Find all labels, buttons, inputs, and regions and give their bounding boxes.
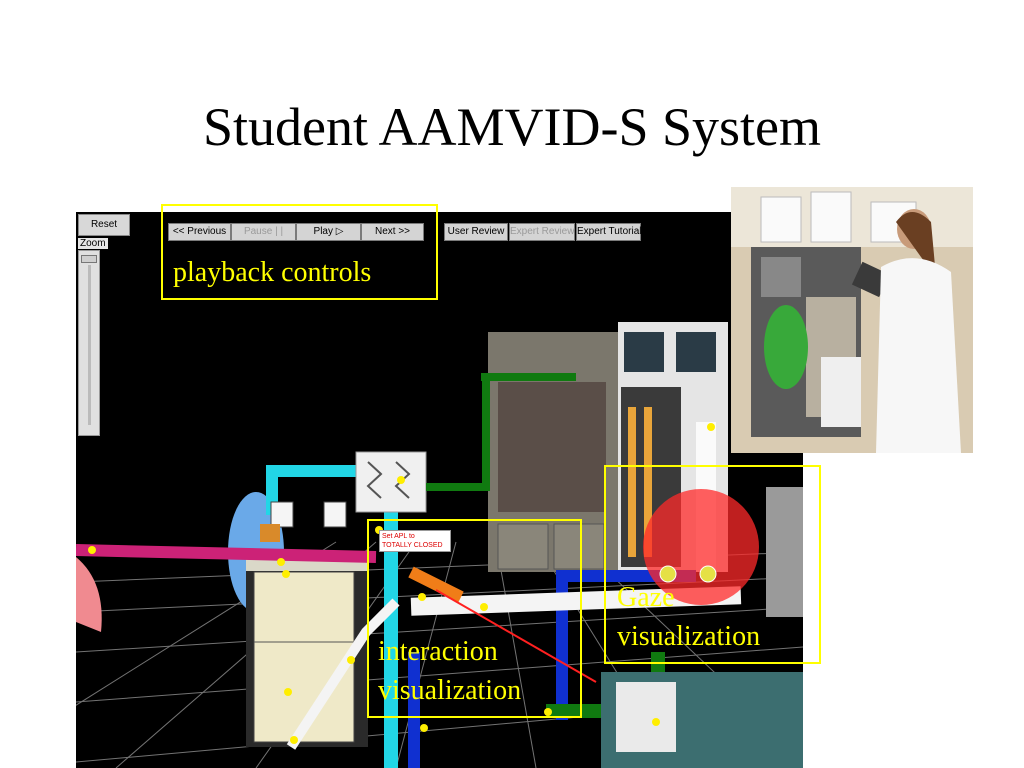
reset-button[interactable]: Reset — [78, 214, 130, 236]
zoom-slider-groove — [88, 265, 91, 425]
next-button[interactable]: Next >> — [361, 223, 424, 241]
pause-button[interactable]: Pause | | — [231, 223, 296, 241]
previous-button[interactable]: << Previous — [168, 223, 231, 241]
user-review-button[interactable]: User Review — [444, 223, 508, 241]
zoom-slider[interactable] — [78, 250, 100, 436]
gaze-visualization-label: Gaze visualization — [617, 582, 761, 653]
interaction-visualization-label: interaction visualization — [378, 636, 522, 707]
playback-controls-annotation — [161, 204, 438, 300]
zoom-label: Zoom — [78, 238, 108, 249]
anesthesia-machine-scene — [76, 322, 803, 768]
zoom-slider-thumb[interactable] — [81, 255, 97, 263]
play-button[interactable]: Play ▷ — [296, 223, 361, 241]
expert-tutorial-button[interactable]: Expert Tutorial — [576, 223, 641, 241]
interaction-visualization-annotation — [367, 519, 582, 718]
simulation-viewport[interactable]: Set APL to TOTALLY CLOSED — [76, 212, 803, 768]
playback-controls-label: playback controls — [173, 257, 372, 288]
slide-title: Student AAMVID-S System — [202, 97, 822, 157]
student-photo — [731, 187, 973, 453]
valve-warning-label: Set APL to TOTALLY CLOSED — [379, 530, 451, 552]
expert-review-button[interactable]: Expert Review — [509, 223, 575, 241]
gaze-visualization-annotation — [604, 465, 821, 664]
